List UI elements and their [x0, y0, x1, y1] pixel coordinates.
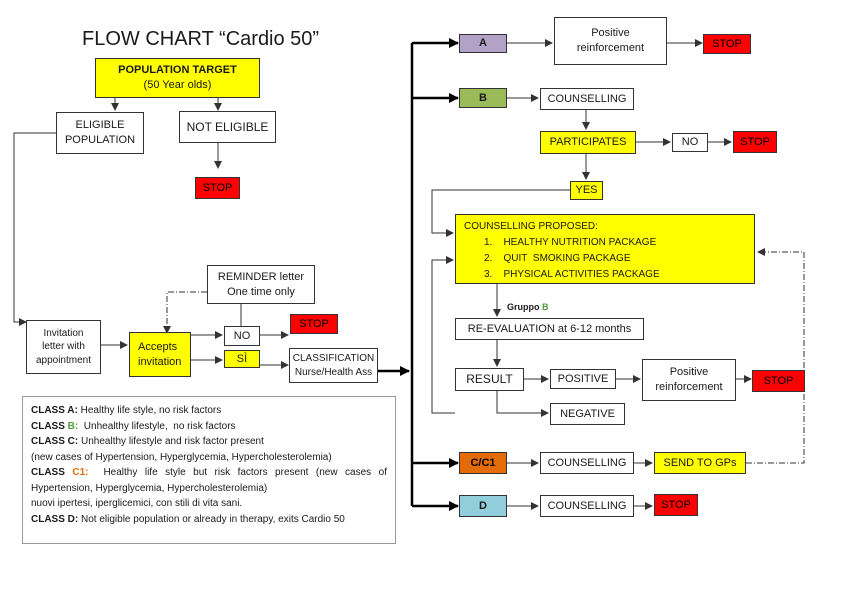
- not-eligible-box: NOT ELIGIBLE: [179, 111, 276, 143]
- edge-gps-loop: [746, 392, 805, 464]
- class-c-c1-box: C/C1: [459, 452, 507, 474]
- legend-class-a: CLASS A: Healthy life style, no risk fac…: [31, 405, 222, 416]
- reminder-letter-box: REMINDER letter One time only: [207, 265, 315, 304]
- eligible-population-box: ELIGIBLE POPULATION: [56, 112, 144, 154]
- classification-box: CLASSIFICATION Nurse/Health Ass: [289, 348, 378, 383]
- page-title: FLOW CHART “Cardio 50”: [82, 28, 320, 50]
- population-target-label: POPULATION TARGET: [118, 64, 237, 77]
- legend-class-c: CLASS C: Unhealthy lifestyle and risk fa…: [31, 436, 264, 447]
- legend-class-b: CLASS B: Unhealthy lifestyle, no risk fa…: [31, 420, 236, 432]
- class-legend: CLASS A: Healthy life style, no risk fac…: [22, 396, 396, 544]
- result-box: RESULT: [455, 368, 524, 391]
- edge-stop-loop: [757, 248, 805, 379]
- stop-box: STOP: [290, 314, 338, 334]
- edge-eligible-invitation: [13, 132, 56, 326]
- class-a-box: A: [459, 34, 507, 53]
- participates-box: PARTICIPATES: [540, 131, 636, 154]
- counselling-box: COUNSELLING: [540, 452, 634, 474]
- yes-box: YES: [570, 181, 603, 200]
- invitation-letter-box: Invitation letter with appointment: [26, 320, 101, 374]
- package-item: 1. HEALTHY NUTRITION PACKAGE: [484, 237, 657, 248]
- population-target-sub: (50 Year olds): [143, 79, 212, 91]
- accepts-invitation-box: Accepts invitation: [129, 332, 191, 377]
- package-item: 3. PHYSICAL ACTIVITIES PACKAGE: [484, 269, 660, 280]
- stop-box: STOP: [752, 370, 805, 392]
- no-box: NO: [224, 326, 260, 346]
- edge-yes-proposed: [431, 189, 570, 237]
- stop-box: STOP: [195, 177, 240, 199]
- legend-class-c-detail: (new cases of Hypertension, Hyperglycemi…: [31, 451, 332, 463]
- legend-class-c1: CLASS C1: Healthy life style but risk fa…: [31, 467, 387, 494]
- legend-class-d: CLASS D: Not eligible population or alre…: [31, 513, 345, 525]
- edge-result-negative: [496, 391, 549, 417]
- gruppo-b-label: Gruppo B: [507, 302, 549, 312]
- edge-reminder-accepts: [163, 291, 207, 334]
- no-box: NO: [672, 133, 708, 152]
- negative-box: NEGATIVE: [550, 403, 625, 425]
- counselling-box: COUNSELLING: [540, 88, 634, 110]
- counselling-box: COUNSELLING: [540, 495, 634, 517]
- positive-box: POSITIVE: [550, 369, 616, 389]
- class-b-box: B: [459, 88, 507, 108]
- stop-box: STOP: [733, 131, 777, 153]
- stop-box: STOP: [654, 494, 698, 516]
- re-evaluation-box: RE-EVALUATION at 6-12 months: [455, 318, 644, 340]
- legend-italian-note: nuovi ipertesi, iperglicemici, con stili…: [31, 498, 243, 509]
- package-item: 2. QUIT SMOKING PACKAGE: [484, 253, 631, 264]
- edge-negative-loop: [431, 256, 455, 414]
- population-target-box: POPULATION TARGET (50 Year olds): [95, 58, 260, 98]
- si-box: SÌ: [224, 350, 260, 368]
- stop-box: STOP: [703, 34, 751, 54]
- positive-reinforcement-box: Positive reinforcement: [642, 359, 736, 401]
- counselling-proposed-heading: COUNSELLING PROPOSED:: [464, 221, 598, 232]
- send-to-gps-box: SEND TO GPs: [654, 452, 746, 474]
- counselling-proposed-box: COUNSELLING PROPOSED: 1. HEALTHY NUTRITI…: [455, 214, 755, 284]
- positive-reinforcement-box: Positive reinforcement: [554, 17, 667, 65]
- class-d-box: D: [459, 495, 507, 517]
